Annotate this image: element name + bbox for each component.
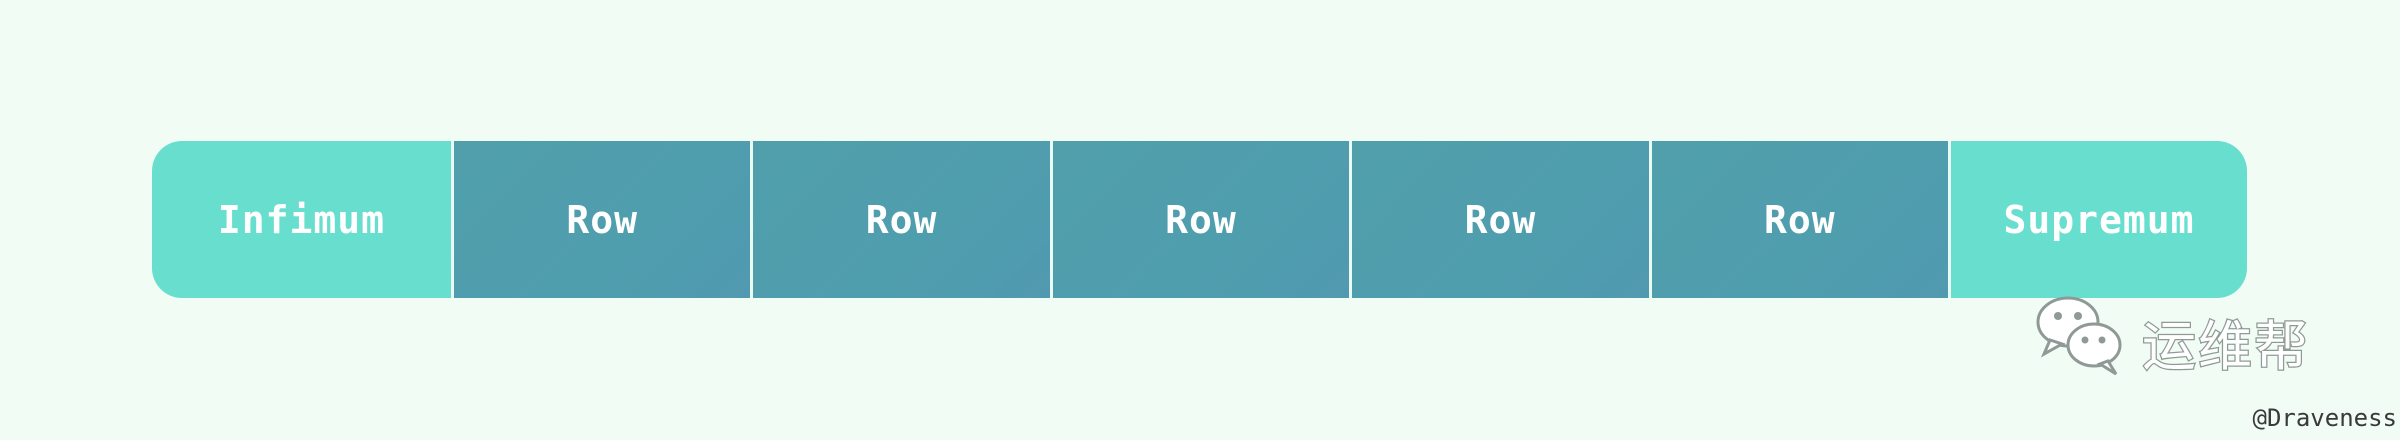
row-record-2: Row bbox=[750, 141, 1050, 298]
supremum-record: Supremum bbox=[1948, 141, 2247, 298]
row-label-2: Row bbox=[865, 197, 938, 242]
supremum-label: Supremum bbox=[2003, 197, 2195, 242]
record-strip: Infimum Row Row Row Row Row Supremum bbox=[152, 141, 2247, 298]
row-label-1: Row bbox=[566, 197, 638, 242]
watermark-text: 运维帮 bbox=[2141, 314, 2310, 380]
row-label-4: Row bbox=[1464, 197, 1537, 242]
watermark: 运维帮 bbox=[2030, 290, 2330, 380]
row-record-1: Row bbox=[450, 141, 751, 298]
row-record-3: Row bbox=[1049, 141, 1350, 298]
author-credit: @Draveness bbox=[2252, 404, 2398, 432]
wechat-icon bbox=[2036, 296, 2122, 376]
row-record-5: Row bbox=[1648, 141, 1949, 298]
row-label-5: Row bbox=[1764, 197, 1836, 242]
row-record-4: Row bbox=[1349, 141, 1649, 298]
infimum-label: Infimum bbox=[217, 197, 386, 242]
infimum-record: Infimum bbox=[152, 141, 451, 298]
row-label-3: Row bbox=[1165, 197, 1237, 242]
